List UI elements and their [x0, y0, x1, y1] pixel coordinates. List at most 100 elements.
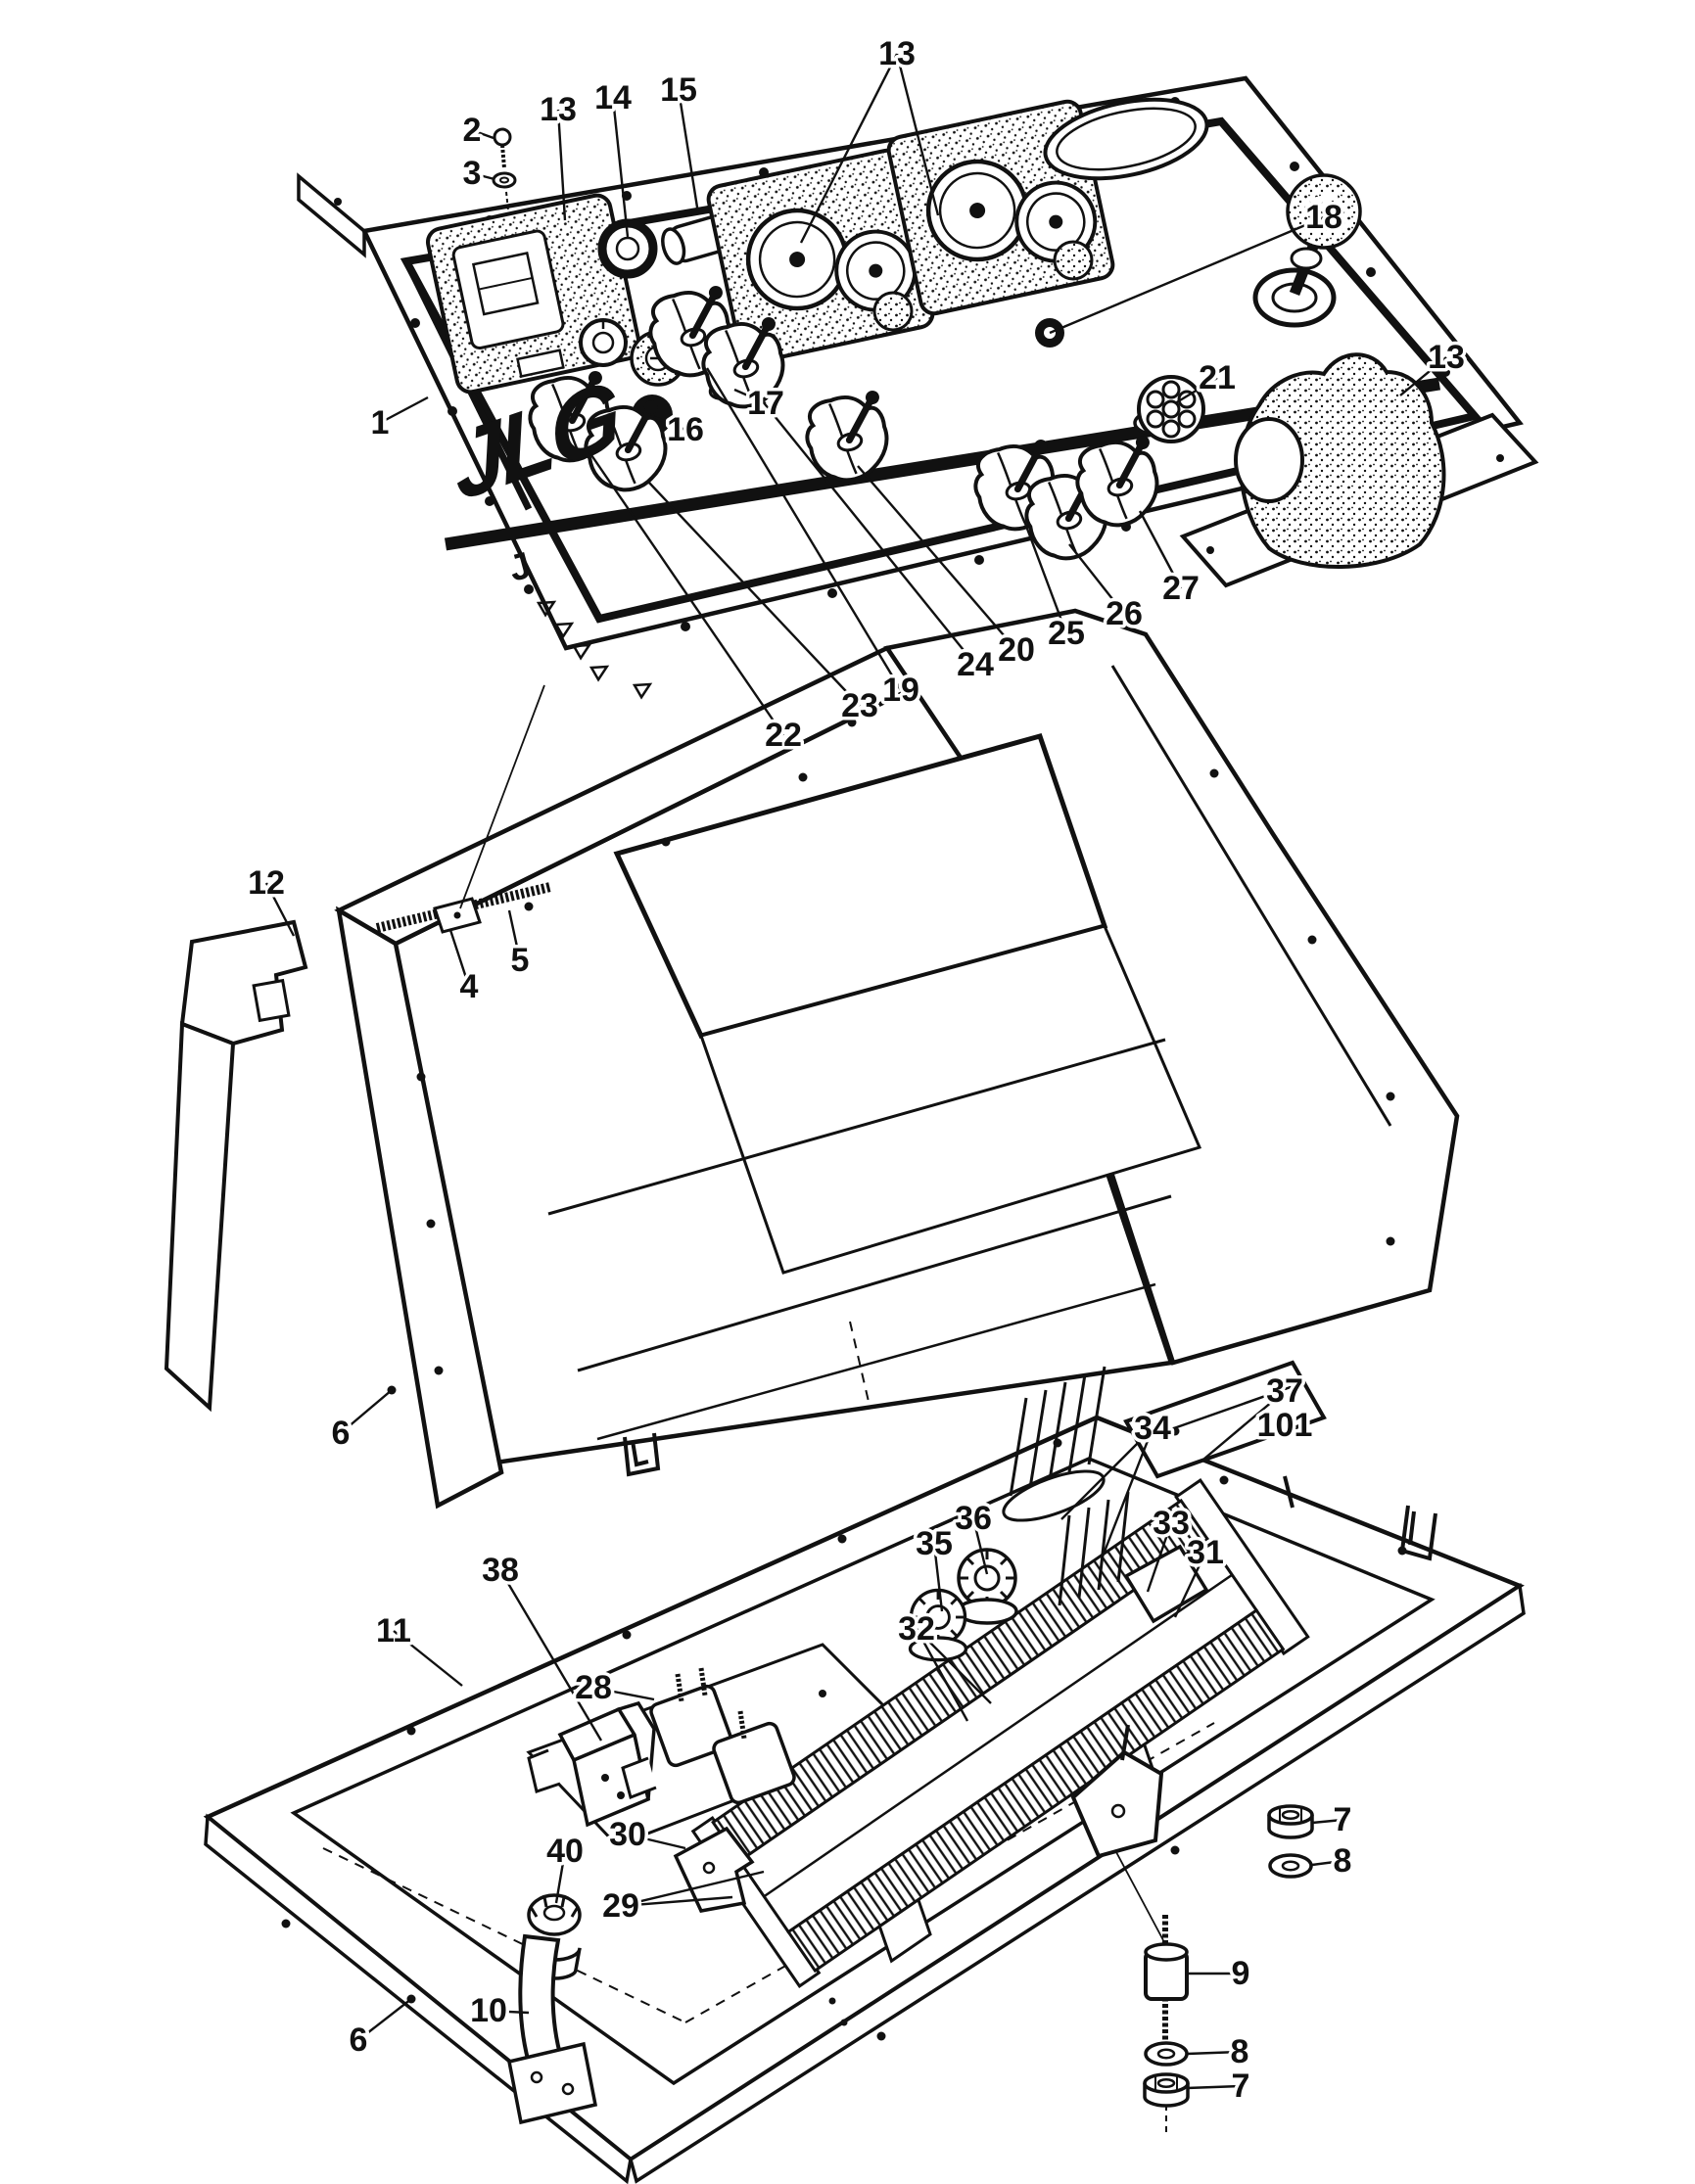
callout-13: 13 [878, 35, 916, 72]
leader-line-13 [799, 53, 899, 244]
callout-16: 16 [667, 411, 704, 448]
leader-line-6 [357, 1998, 412, 2041]
oval-cutout [1043, 97, 1209, 181]
triangle-mark [588, 661, 609, 682]
callout-37: 37 [1266, 1372, 1303, 1410]
console-flap [164, 919, 308, 1413]
leader-line-22 [589, 451, 784, 736]
mount-bracket-right [1070, 1724, 1164, 1941]
leader-line-5 [507, 909, 522, 961]
callout-36: 36 [955, 1500, 992, 1537]
leader-line-14 [611, 97, 630, 238]
leader-line-29 [620, 1895, 733, 1908]
leader-line-8 [1186, 2050, 1241, 2056]
nut-7-upper [1267, 1804, 1314, 1839]
callout-8: 8 [1231, 2033, 1249, 2070]
callout-24: 24 [957, 646, 994, 683]
callout-25: 25 [1048, 615, 1085, 652]
callout-33: 33 [1153, 1505, 1190, 1542]
leader-line-36 [971, 1517, 989, 1575]
console-screw-holes [387, 661, 1395, 1395]
leader-line-7 [1186, 2084, 1242, 2090]
leader-line-27 [1138, 510, 1183, 589]
callout-19: 19 [882, 672, 919, 709]
stud-9 [1144, 1915, 1189, 2136]
callout-14: 14 [594, 79, 632, 116]
joystick-port [1234, 417, 1304, 503]
leader-line-10 [488, 2009, 530, 2015]
callout-1: 1 [371, 404, 390, 441]
callout-29: 29 [602, 1887, 639, 1925]
callout-4: 4 [460, 968, 479, 1005]
washer-8-upper [1268, 1853, 1313, 1879]
leader-line-17 [733, 388, 767, 405]
nut-7-lower [1143, 2072, 1190, 2108]
panel-flange [297, 172, 366, 258]
leader-line-2 [471, 128, 494, 140]
connector-bracket-37 [1123, 1360, 1327, 1509]
leader-line-32 [915, 1628, 969, 1722]
callout-6: 6 [350, 2021, 368, 2059]
callout-22: 22 [765, 717, 802, 754]
callout-31: 31 [1187, 1534, 1224, 1571]
strap-10 [506, 1933, 598, 2125]
callout-21: 21 [1199, 359, 1236, 396]
gauge-cluster-right [886, 99, 1115, 316]
leader-line-33 [1146, 1522, 1173, 1593]
leader-line-13 [556, 109, 567, 221]
callout-12: 12 [248, 864, 285, 902]
callout-35: 35 [916, 1525, 953, 1562]
leader-line-29 [620, 1870, 765, 1908]
leader-line-3 [471, 171, 495, 181]
joystick-body [1239, 352, 1446, 569]
callout-13: 13 [540, 91, 577, 128]
leader-line-4 [448, 929, 471, 988]
leader-line-19 [705, 367, 903, 691]
callout-15: 15 [660, 71, 697, 109]
callout-3: 3 [463, 155, 482, 192]
leader-line-24 [757, 395, 976, 666]
callout-26: 26 [1106, 595, 1143, 632]
console-hook-latch [623, 1432, 661, 1477]
callout-17: 17 [747, 385, 784, 422]
leader-line-15 [677, 89, 700, 214]
leader-line-26 [1068, 543, 1125, 615]
console-left-leg [335, 906, 504, 1510]
bezel-ring-14 [597, 218, 658, 279]
callout-20: 20 [998, 631, 1035, 669]
leader-line-21 [1174, 376, 1218, 405]
callout-10: 10 [470, 1992, 507, 2029]
tray-front-right-face [628, 1583, 1526, 2184]
leader-line-20 [857, 465, 1017, 651]
callout-34: 34 [1134, 1410, 1171, 1447]
leader-line-37 [1203, 1390, 1286, 1460]
circuit-breakers-28 [621, 1667, 796, 1805]
callout-40: 40 [546, 1833, 584, 1870]
leader-line-28 [592, 1686, 655, 1701]
mounting-screw [493, 127, 512, 169]
gauge-knob-right [1053, 240, 1094, 281]
leader-line-12 [264, 882, 296, 937]
leader-line-18 [1049, 215, 1325, 335]
leader-line-34 [1060, 1427, 1154, 1520]
callout-38: 38 [482, 1552, 519, 1589]
callout-101: 101 [1257, 1407, 1313, 1444]
callout-13: 13 [1428, 339, 1465, 376]
leader-line-30 [627, 1833, 686, 1850]
callout-7: 7 [1232, 2068, 1250, 2105]
callout-27: 27 [1162, 570, 1200, 607]
leader-line-35 [932, 1543, 944, 1612]
leader-line-6 [340, 1389, 393, 1434]
leader-line-34 [1101, 1427, 1154, 1557]
bottom-tray [203, 1321, 1526, 2184]
leader-line-13 [1399, 356, 1447, 396]
rim-hook-tab [1399, 1505, 1437, 1561]
callout-6: 6 [332, 1415, 351, 1452]
leader-line-11 [393, 1630, 463, 1687]
leader-line-40 [554, 1850, 567, 1904]
strip-end-bracket-right [1123, 1544, 1209, 1624]
callout-30: 30 [609, 1816, 646, 1853]
washer-8-lower [1144, 2041, 1189, 2067]
